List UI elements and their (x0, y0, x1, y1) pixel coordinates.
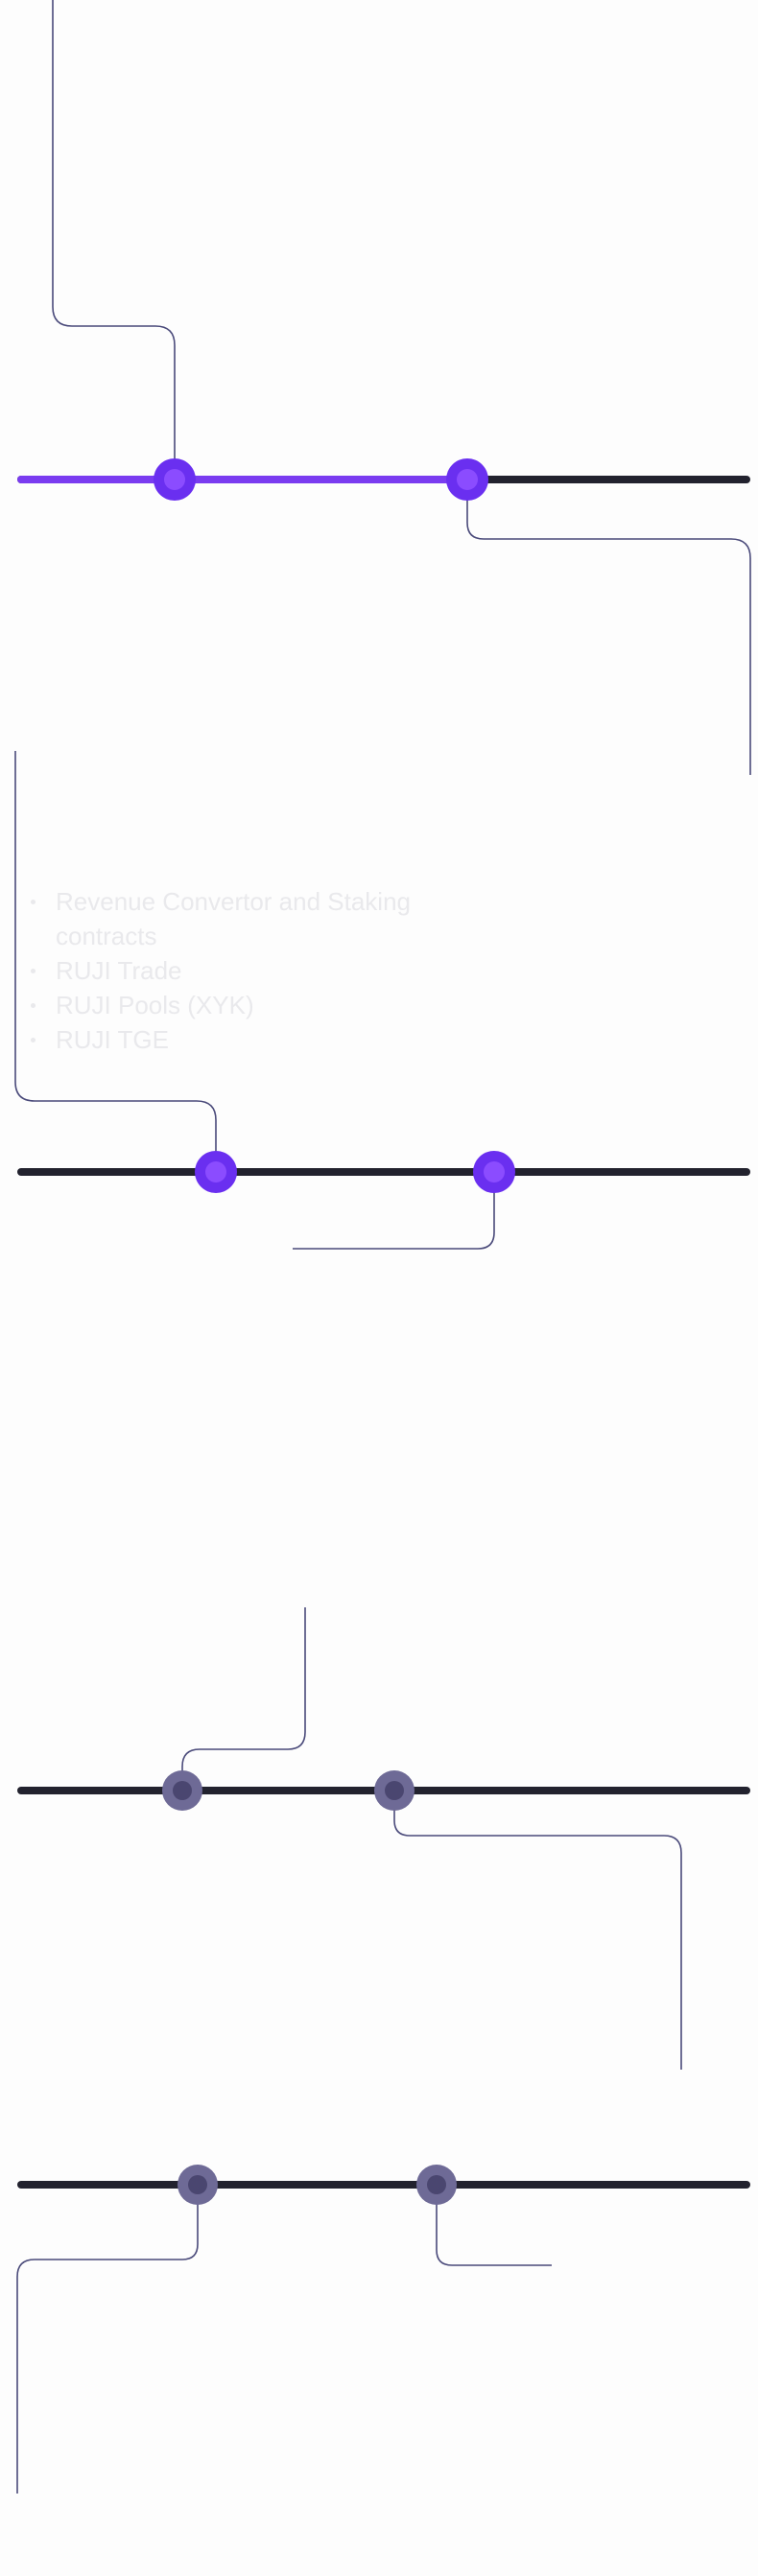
milestone-node[interactable] (195, 1151, 237, 1193)
list-item: RUJI Pools (XYK) (29, 988, 413, 1022)
list-item: RUJI TGE (29, 1022, 413, 1057)
milestone-node[interactable] (446, 458, 488, 501)
milestone-node[interactable] (162, 1770, 202, 1811)
list-item: RUJI Trade (29, 953, 413, 988)
connector-line (466, 480, 751, 775)
connector-line (293, 1172, 495, 1250)
roadmap-phase-3 (17, 1607, 750, 2070)
connector-line (181, 1607, 306, 1791)
milestone-node[interactable] (374, 1770, 415, 1811)
connector-line (14, 751, 217, 1172)
milestone-node[interactable] (473, 1151, 515, 1193)
connector-line (16, 2185, 199, 2494)
list-item: Revenue Convertor and Staking contracts (29, 884, 413, 953)
phase-feature-list: Revenue Convertor and Staking contracts … (29, 884, 413, 1057)
connector-line (436, 2185, 552, 2266)
milestone-node[interactable] (416, 2165, 457, 2205)
milestone-node[interactable] (178, 2165, 218, 2205)
timeline-track (17, 1168, 750, 1176)
roadmap-phase-2 (14, 751, 750, 1250)
timeline-progress (17, 476, 467, 483)
timeline-track (17, 2181, 750, 2189)
roadmap-phase-1 (17, 0, 751, 775)
roadmap-phase-4 (16, 2165, 750, 2494)
milestone-node[interactable] (154, 458, 196, 501)
connector-line (52, 0, 176, 480)
connector-line (393, 1791, 682, 2070)
